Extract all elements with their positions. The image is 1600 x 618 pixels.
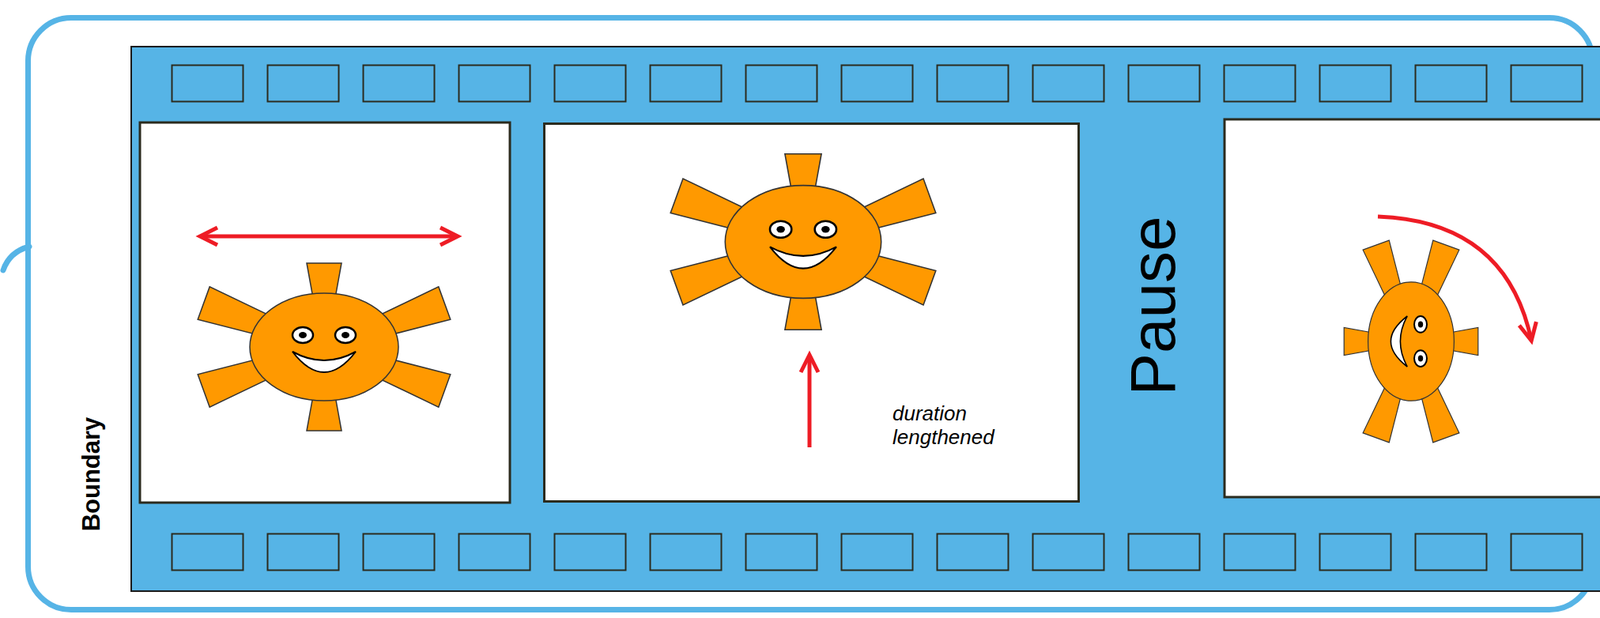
pause-label: Pause	[1116, 216, 1190, 397]
sun-figure	[197, 263, 451, 431]
move-arrow	[200, 234, 457, 239]
turn-arrow	[1377, 216, 1532, 340]
boundary-notch	[3, 246, 30, 271]
film-frame	[139, 122, 510, 503]
sprocket-row	[170, 64, 1594, 103]
sprocket-row	[170, 532, 1594, 572]
film-strip: Pause duration lengthened	[130, 45, 1600, 593]
boundary-label: Boundary	[77, 417, 106, 533]
film-frame	[1224, 119, 1600, 498]
sun-figure	[1343, 240, 1479, 443]
rise-arrow	[807, 355, 812, 448]
film-frame: duration lengthened	[543, 122, 1080, 503]
boundary-box: Boundary Pause duration lengthened	[25, 15, 1596, 613]
sun-figure	[670, 154, 936, 331]
note-text: duration lengthened	[892, 401, 1019, 450]
